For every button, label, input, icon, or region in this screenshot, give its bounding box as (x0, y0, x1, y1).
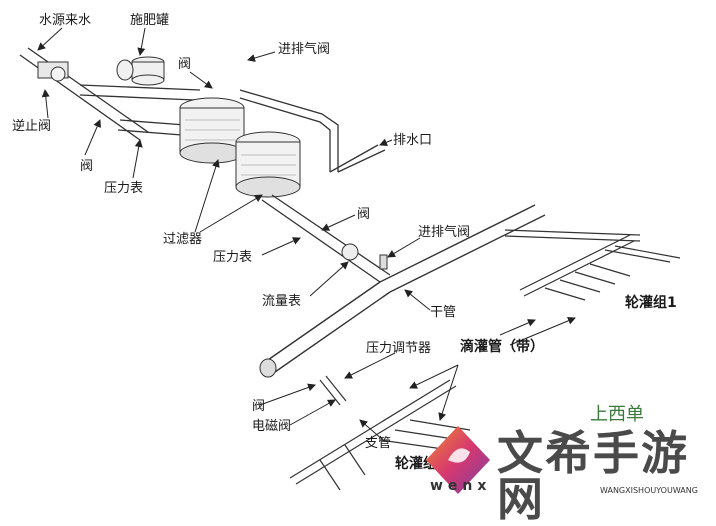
watermark-logo (426, 426, 490, 494)
inlet-gauge (50, 66, 66, 82)
label-valve-left: 阀 (80, 159, 94, 174)
label-water-source: 水源来水 (39, 13, 92, 28)
label-gauge-mid: 压力表 (213, 250, 253, 265)
label-drain: 排水口 (393, 133, 433, 148)
main-pipe-end (259, 358, 277, 378)
label-check-valve: 逆止阀 (12, 119, 52, 134)
label-drip-tape: 滴灌管（带） (460, 339, 544, 355)
label-branch-pipe: 支管 (365, 436, 392, 451)
watermark-site: wenx (430, 478, 492, 494)
label-solenoid: 电磁阀 (252, 419, 292, 434)
label-gauge-left: 压力表 (104, 181, 144, 196)
filter-tank-1 (179, 97, 245, 164)
fert-tank-shape (116, 56, 165, 86)
feed-pipe (261, 194, 391, 283)
watermark-domain: WANGXISHOUYOUWANG (600, 486, 698, 495)
label-filter: 过滤器 (163, 232, 203, 247)
label-fert-tank: 施肥罐 (130, 13, 170, 28)
filter-tank-2 (235, 131, 301, 198)
label-zone1: 轮灌组1 (625, 295, 677, 311)
drain-pipe (239, 89, 386, 173)
main-pipe-shape (264, 204, 546, 373)
label-valve-top: 阀 (178, 57, 192, 72)
flowmeter-shape (341, 243, 359, 261)
leaders (37, 27, 576, 441)
filter-hatch (185, 119, 296, 176)
zone2-branch (289, 375, 471, 491)
label-air-valve-top: 进排气阀 (278, 42, 331, 57)
label-flowmeter: 流量表 (262, 294, 302, 309)
watermark-brand: 文希手游网 (497, 426, 689, 526)
irrigation-diagram (19, 27, 681, 491)
label-valve-mid: 阀 (357, 207, 371, 222)
label-main-pipe: 干管 (430, 305, 457, 320)
label-valve-bottom: 阀 (252, 399, 266, 414)
watermark-cn: 上西单 (590, 404, 644, 425)
air-valve-mid-shape (379, 254, 388, 270)
label-air-valve-mid: 进排气阀 (418, 225, 471, 240)
zone1-branch (504, 229, 681, 301)
label-pressure-reg: 压力调节器 (366, 341, 432, 356)
